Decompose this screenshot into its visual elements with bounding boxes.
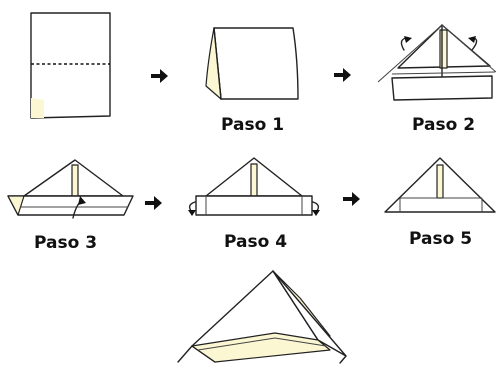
step-0-flat-sheet (30, 12, 111, 119)
step-3-label: Paso 3 (34, 233, 97, 253)
step-5-triangle-formed (384, 157, 496, 213)
step-1-folded-sheet (205, 27, 299, 100)
right-arrow-icon (343, 192, 360, 206)
step-4-label: Paso 4 (224, 232, 287, 252)
right-arrow-icon (334, 68, 351, 82)
step-2-corners-folded (377, 24, 496, 101)
step-3-flaps-folded-up (7, 159, 134, 219)
step-2-label: Paso 2 (412, 115, 475, 135)
right-arrow-icon (145, 196, 162, 210)
fold-arrow-icon (400, 36, 412, 51)
fold-arrow-icon (312, 201, 320, 216)
finished-paper-hat (177, 270, 347, 364)
fold-arrow-icon (72, 196, 86, 219)
step-5-label: Paso 5 (409, 229, 472, 249)
step-4-corners-tucked (188, 157, 320, 216)
fold-arrow-icon (188, 201, 196, 216)
step-1-label: Paso 1 (221, 115, 284, 135)
fold-arrow-icon (468, 36, 478, 51)
right-arrow-icon (151, 69, 168, 83)
